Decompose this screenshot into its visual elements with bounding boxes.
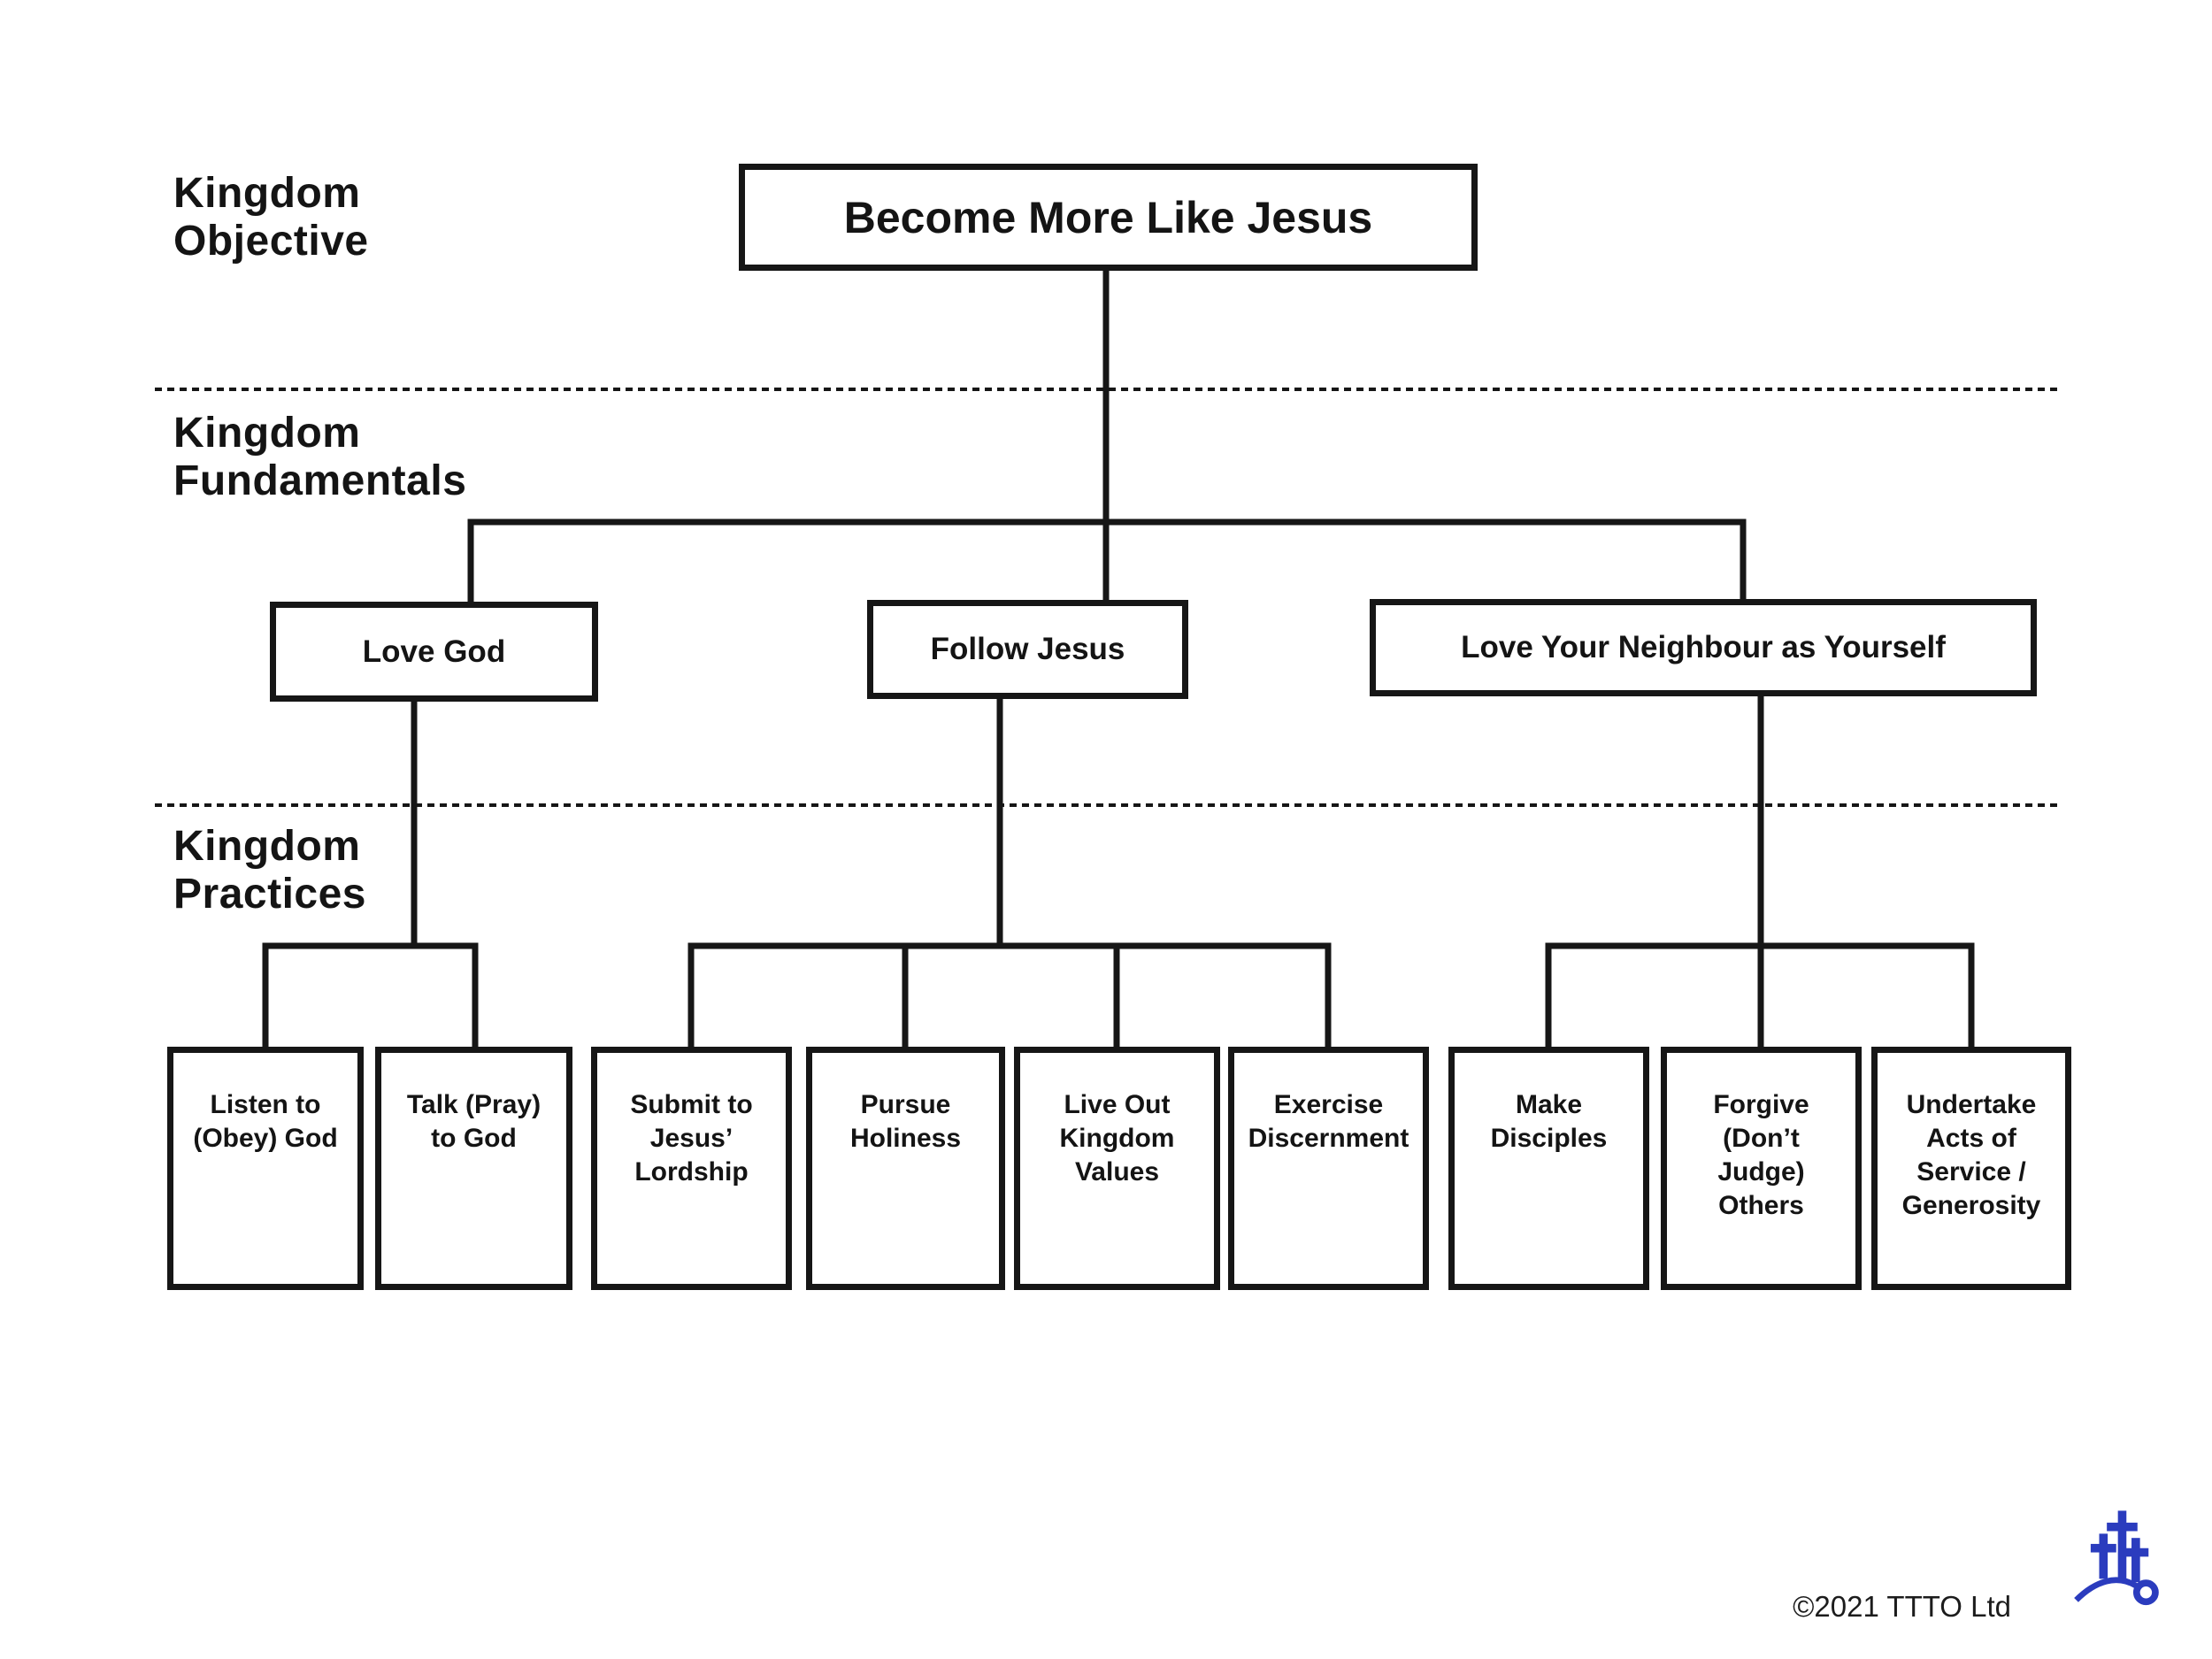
section-label-kingdom-objective: Kingdom Objective: [173, 170, 369, 265]
practice-box-forgive-dont-judge-others: Forgive (Don’t Judge) Others: [1661, 1047, 1862, 1290]
copyright-text: ©2021 TTTO Ltd: [1793, 1590, 2011, 1623]
fundamental-box-love-your-neighbour: Love Your Neighbour as Yourself: [1370, 599, 2037, 696]
objective-box-become-more-like-jesus: Become More Like Jesus: [739, 164, 1478, 271]
practice-box-live-out-kingdom-values: Live Out Kingdom Values: [1014, 1047, 1220, 1290]
section-label-kingdom-practices: Kingdom Practices: [173, 823, 366, 918]
practice-box-exercise-discernment: Exercise Discernment: [1228, 1047, 1429, 1290]
practice-box-make-disciples: Make Disciples: [1448, 1047, 1649, 1290]
connector-group2-bar: [687, 942, 1332, 1048]
practice-box-listen-to-obey-god: Listen to (Obey) God: [167, 1047, 364, 1290]
connector-group1-bar: [262, 942, 479, 1048]
connector-group3-bar: [1545, 942, 1975, 1048]
three-crosses-hill-logo-icon: [2074, 1510, 2159, 1606]
section-label-kingdom-fundamentals: Kingdom Fundamentals: [173, 410, 467, 504]
connector-fundamentals-branch: [467, 518, 1747, 603]
practice-box-submit-to-jesus-lordship: Submit to Jesus’ Lordship: [591, 1047, 792, 1290]
practice-box-undertake-acts-of-service: Undertake Acts of Service / Generosity: [1871, 1047, 2071, 1290]
fundamental-box-love-god: Love God: [270, 602, 598, 702]
fundamental-box-follow-jesus: Follow Jesus: [867, 600, 1188, 699]
practice-box-pursue-holiness: Pursue Holiness: [806, 1047, 1005, 1290]
practice-box-talk-pray-to-god: Talk (Pray) to God: [375, 1047, 572, 1290]
